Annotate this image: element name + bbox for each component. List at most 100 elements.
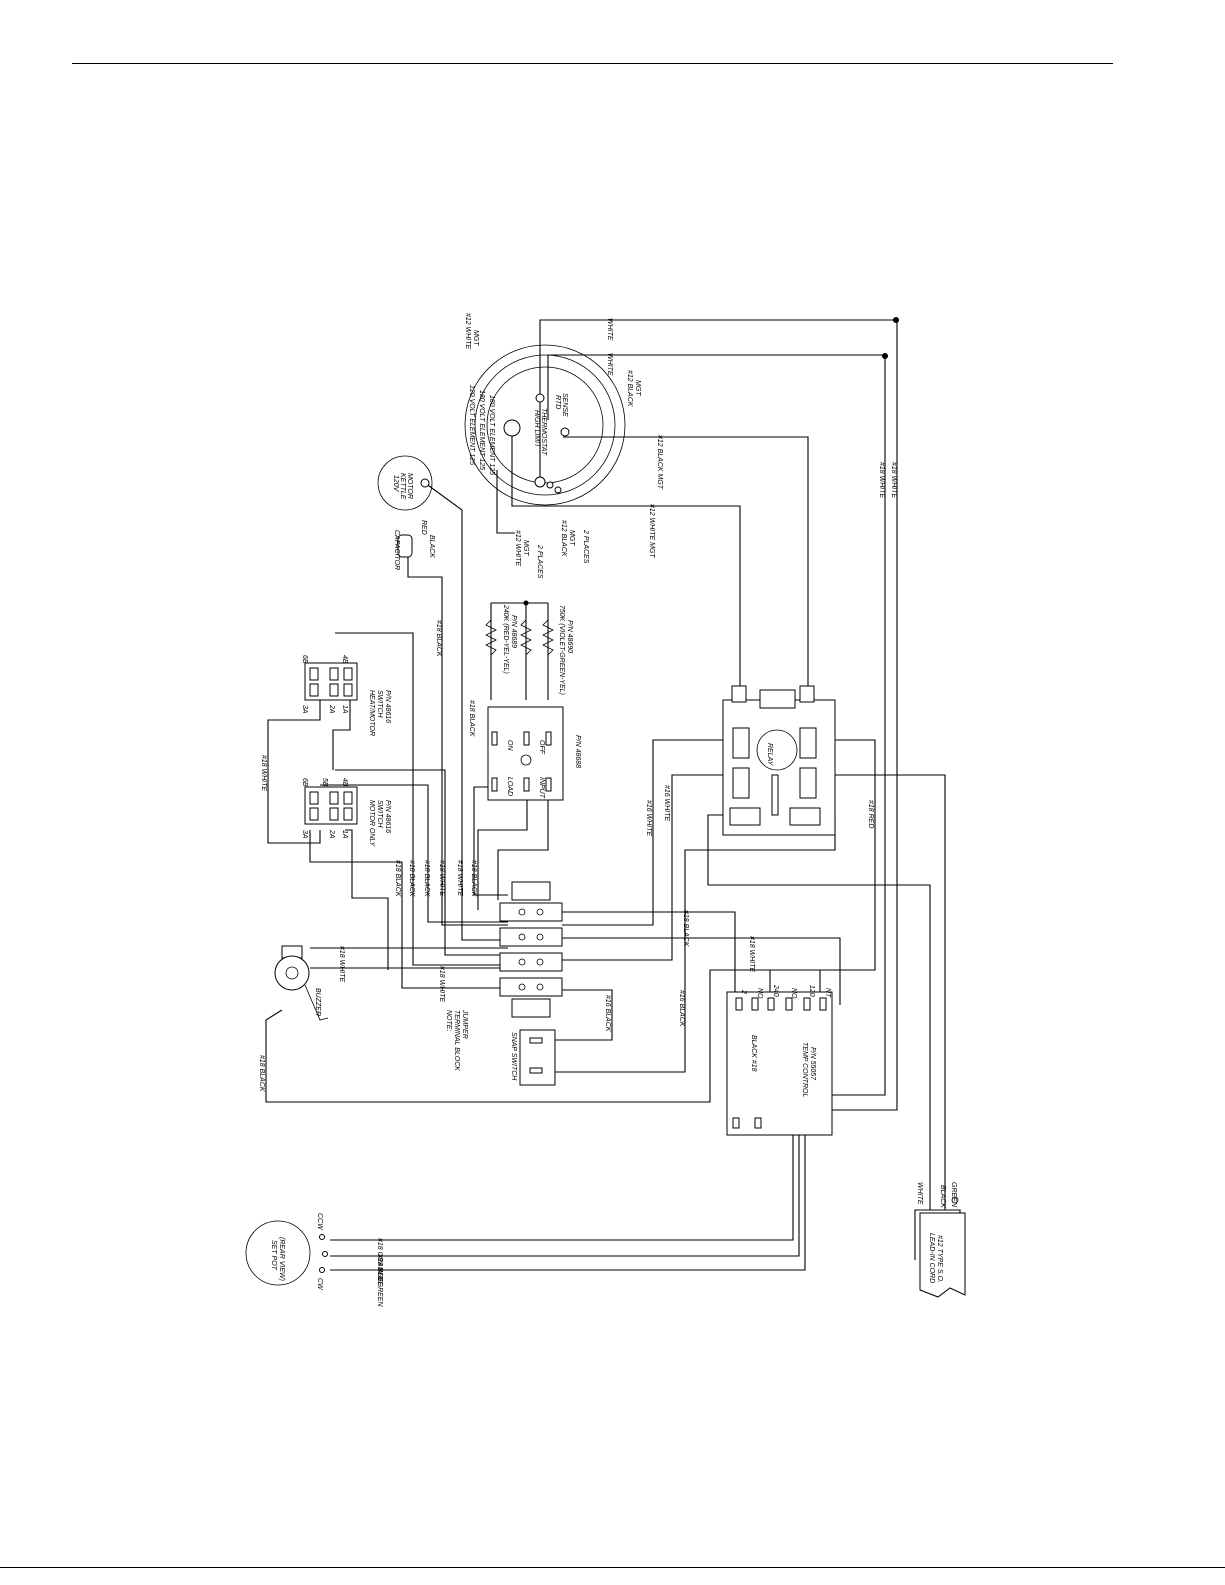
rtd-label-2: SENSE <box>561 393 568 417</box>
wire-white18-right-b: #18 WHITE <box>890 462 897 499</box>
top-rule <box>72 63 1113 64</box>
motor-only-switch <box>304 786 358 825</box>
heat-motor-switch-label-2: SWITCH <box>376 690 383 719</box>
wire-white-mgt: #12 WHITE MGT <box>648 504 655 558</box>
lead-in-cord <box>919 1196 966 1298</box>
wire-black18-tb-top: #18 BLACK <box>682 910 689 947</box>
set-pot-ccw: CCW <box>316 1213 323 1231</box>
wire-white16-a: #16 WHITE <box>645 800 652 837</box>
wire-black-mgt-upper: #12 BLACK MGT <box>656 435 663 490</box>
terminal-block <box>499 881 563 1018</box>
wire-white18-tb-mid: #18 WHITE <box>748 936 755 973</box>
capacitor-label: CAPACITOR <box>393 530 400 570</box>
resistor-240k-pn: P/N 48689 <box>510 615 517 648</box>
kettle-motor-label-3: MOTOR <box>406 473 413 499</box>
element-wire-black-places-2: MGT <box>568 530 575 546</box>
tc-term-2: 2 <box>740 989 747 994</box>
buzzer-label: BUZZER <box>314 988 321 1016</box>
set-pot-label-1: SET POT <box>270 1240 277 1271</box>
heat-motor-pin-3a: 3A <box>301 705 308 714</box>
bottom-rule <box>0 1567 1225 1568</box>
motor-only-pin-1a: 1A <box>341 830 348 839</box>
motor-lead-red: RED <box>420 520 427 535</box>
wire-white-top: WHITE <box>606 318 613 341</box>
kettle-motor-label-1: 120V <box>392 475 399 493</box>
heat-motor-switch-label-3: P/N 48616 <box>384 690 391 723</box>
input-switch-off: OFF <box>538 740 545 755</box>
element-wire-white-places-1: #12 WHITE <box>514 530 521 567</box>
cord-black: BLACK <box>939 1185 946 1208</box>
heat-motor-pin-4b: 4B <box>341 655 348 664</box>
motor-only-pin-4b: 4B <box>341 778 348 787</box>
heat-motor-pin-2a: 2A <box>328 704 335 714</box>
element-wire-top-2: MGT <box>472 330 479 346</box>
motor-only-pin-6b: 6B <box>301 778 308 787</box>
snap-switch <box>519 1029 556 1086</box>
cord-white: WHITE <box>916 1182 923 1205</box>
motor-only-pin-5b: 5B <box>321 778 328 787</box>
motor-lead-black: BLACK <box>428 535 435 558</box>
resistor-240k-label: 240K (RED-YEL-YEL) <box>502 604 509 674</box>
heat-motor-pin-1a: 1A <box>341 705 348 714</box>
heat-motor-switch-label-1: HEAT/MOTOR <box>368 690 375 736</box>
capacitor <box>397 534 413 558</box>
wire-black18-cap: #18 BLACK <box>435 620 442 657</box>
input-switch-load: LOAD <box>506 777 513 796</box>
element-wire-right-2: MGT <box>634 380 641 396</box>
input-switch-on: ON <box>506 740 513 751</box>
tc-term-120: 120 <box>808 985 815 997</box>
motor-only-pin-3a: 3A <box>301 830 308 839</box>
wire-black18-tc: BLACK #18 <box>750 1035 757 1072</box>
buzzer <box>274 945 329 1021</box>
resistor-750k-label: 750K (VIOLET-GREEN-YEL) <box>558 605 565 695</box>
element-wire-top-1: #12 WHITE <box>464 313 471 350</box>
wire-white16-b: #16 WHITE <box>663 785 670 822</box>
element-label-3: 180 VOLT ELEMENT 125 <box>488 395 495 475</box>
cord-green: GREEN <box>950 1182 957 1208</box>
element-wire-black-places-1: #12 BLACK <box>560 520 567 557</box>
input-switch <box>487 706 564 801</box>
motor-only-pin-2a: 2A <box>328 829 335 839</box>
kettle-motor-label-2: KETTLE <box>399 473 406 500</box>
tc-term-nt: NT <box>824 988 831 998</box>
element-label-1: 120 VOLT ELEMENT 125 <box>468 385 475 465</box>
element-label-2: 180 VOLT ELEMENT 125 <box>478 390 485 470</box>
wire-black16-snap: #16 BLACK <box>604 995 611 1032</box>
wire-black18-bottom: #18 BLACK <box>258 1055 265 1092</box>
kettle-motor <box>377 455 433 511</box>
wire-green18: #18 GREEN <box>376 1268 383 1307</box>
element-wire-black-places-3: 2 PLACES <box>582 529 589 564</box>
wire-white18-buzzer2: #18 WHITE <box>438 966 445 1003</box>
relay <box>722 685 836 836</box>
relay-label: RELAY <box>766 743 773 767</box>
resistors <box>485 619 554 656</box>
motor-only-switch-label-1: MOTOR ONLY <box>368 800 375 848</box>
set-pot-label-2: (REAR VIEW) <box>278 1237 285 1281</box>
input-switch-input: INPUT <box>538 777 545 799</box>
temp-control-label-2: P/N 55057 <box>809 1047 816 1081</box>
element-wire-white-places-3: 2 PLACES <box>536 544 543 579</box>
wire-white18-v4: #18 WHITE <box>438 860 445 897</box>
element-wire-right-1: #12 BLACK <box>626 370 633 407</box>
wire-blue18: #18 BLUE <box>376 1254 383 1286</box>
tc-term-240: 240 <box>772 984 779 997</box>
rtd-label-1: RTD <box>554 395 561 409</box>
input-switch-pn: P/N 48688 <box>574 735 581 768</box>
heating-element <box>464 344 626 506</box>
wire-black18-input: #18 BLACK <box>468 700 475 737</box>
wire-white18-v5: #18 WHITE <box>456 860 463 897</box>
motor-only-switch-label-2: SWITCH <box>376 800 383 829</box>
diagram-labels: HEAT/MOTOR SWITCH P/N 48616 6B 4B 3A 2A … <box>258 313 957 1307</box>
tc-term-no-a: NO <box>756 988 763 999</box>
cord-label-1: LEAD-IN CORD <box>928 1233 935 1283</box>
resistor-750k-pn: P/N 48690 <box>566 620 573 653</box>
heat-motor-switch <box>304 662 358 701</box>
wire-orange18: #18 ORANGE <box>376 1238 383 1282</box>
high-limit-label-2: THERMOSTAT <box>540 408 547 456</box>
set-pot-cw: CW <box>316 1278 323 1291</box>
wire-black18-v2: #18 BLACK <box>408 860 415 897</box>
set-pot <box>245 1220 328 1286</box>
tb-note-3: JUMPER <box>461 1009 468 1039</box>
